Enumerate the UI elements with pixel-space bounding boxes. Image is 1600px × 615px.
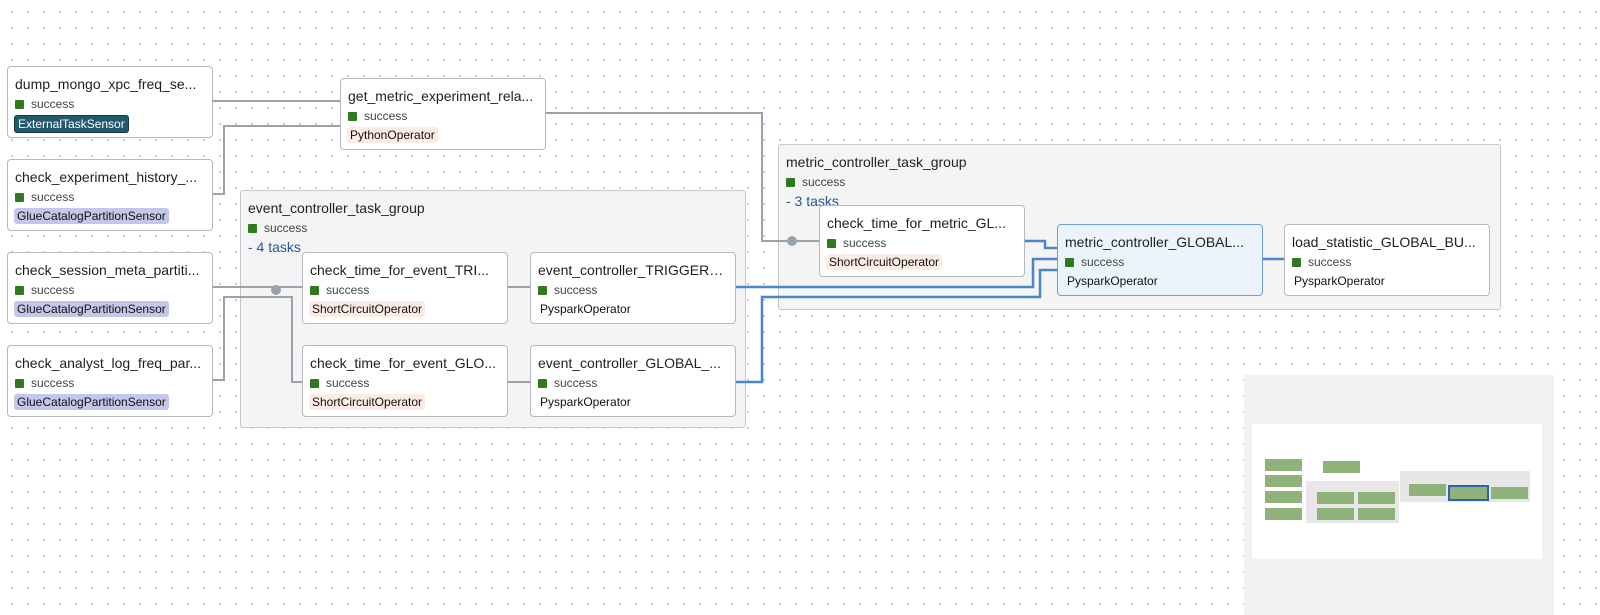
task-title: check_time_for_event_GLO...: [310, 355, 496, 371]
task-status: success: [1065, 255, 1124, 269]
task-title: dump_mongo_xpc_freq_se...: [15, 76, 197, 92]
task-status: success: [538, 376, 597, 390]
success-icon: [15, 378, 24, 388]
task-status: success: [827, 236, 886, 250]
minimap-node: [1491, 487, 1528, 499]
task-node-event-triggered[interactable]: event_controller_TRIGGERED success Pyspa…: [530, 252, 736, 324]
task-node-check-metric[interactable]: check_time_for_metric_GL... success Shor…: [819, 205, 1025, 277]
operator-badge: GlueCatalogPartitionSensor: [14, 394, 169, 410]
task-status: success: [15, 97, 74, 111]
operator-badge: PysparkOperator: [540, 302, 631, 316]
success-icon: [786, 177, 795, 187]
task-node-metric-global[interactable]: metric_controller_GLOBAL... success Pysp…: [1057, 224, 1263, 296]
task-status: success: [310, 376, 369, 390]
minimap-node: [1409, 484, 1446, 496]
task-node-dump-mongo[interactable]: dump_mongo_xpc_freq_se... success Extern…: [7, 66, 213, 138]
group-status: success: [786, 175, 845, 189]
operator-badge: PysparkOperator: [1067, 274, 1158, 288]
task-title: event_controller_GLOBAL_...: [538, 355, 721, 371]
task-title: check_time_for_metric_GL...: [827, 215, 1006, 231]
operator-badge: PysparkOperator: [1294, 274, 1385, 288]
task-status: success: [310, 283, 369, 297]
task-node-check-analyst[interactable]: check_analyst_log_freq_par... success Gl…: [7, 345, 213, 417]
success-icon: [348, 111, 357, 121]
operator-badge: ShortCircuitOperator: [309, 394, 426, 410]
group-title: event_controller_task_group: [248, 200, 425, 216]
task-title: check_experiment_history_...: [15, 169, 198, 185]
task-title: get_metric_experiment_rela...: [348, 88, 534, 104]
minimap-viewport[interactable]: [1252, 424, 1542, 559]
group-status: success: [248, 221, 307, 235]
success-icon: [827, 238, 836, 248]
task-title: event_controller_TRIGGERED: [538, 262, 728, 278]
minimap-node: [1358, 492, 1395, 504]
operator-badge: PysparkOperator: [540, 395, 631, 409]
success-icon: [1065, 257, 1074, 267]
success-icon: [15, 99, 24, 109]
task-title: metric_controller_GLOBAL...: [1065, 234, 1244, 250]
success-icon: [248, 223, 257, 233]
operator-badge: PythonOperator: [347, 127, 438, 143]
operator-badge: ShortCircuitOperator: [826, 254, 943, 270]
operator-badge: ExternalTaskSensor: [14, 115, 129, 133]
success-icon: [538, 378, 547, 388]
task-title: check_time_for_event_TRI...: [310, 262, 489, 278]
edge: [213, 125, 340, 195]
minimap-node: [1317, 508, 1354, 520]
operator-badge: GlueCatalogPartitionSensor: [14, 208, 169, 224]
minimap-node: [1265, 508, 1302, 520]
task-node-event-global[interactable]: event_controller_GLOBAL_... success Pysp…: [530, 345, 736, 417]
task-node-get-metric[interactable]: get_metric_experiment_rela... success Py…: [340, 78, 546, 150]
task-status: success: [538, 283, 597, 297]
task-status: success: [15, 283, 74, 297]
task-status: success: [348, 109, 407, 123]
success-icon: [1292, 257, 1301, 267]
task-title: check_analyst_log_freq_par...: [15, 355, 202, 371]
task-node-load-statistic[interactable]: load_statistic_GLOBAL_BU... success Pysp…: [1284, 224, 1490, 296]
operator-badge: ShortCircuitOperator: [309, 301, 426, 317]
task-node-check-event-global[interactable]: check_time_for_event_GLO... success Shor…: [302, 345, 508, 417]
minimap-node: [1323, 461, 1360, 473]
success-icon: [538, 285, 547, 295]
task-title: load_statistic_GLOBAL_BU...: [1292, 234, 1476, 250]
operator-badge: GlueCatalogPartitionSensor: [14, 301, 169, 317]
task-status: success: [15, 376, 74, 390]
success-icon: [15, 285, 24, 295]
minimap-node: [1317, 492, 1354, 504]
task-status: success: [1292, 255, 1351, 269]
task-title: check_session_meta_partiti...: [15, 262, 200, 278]
group-task-count[interactable]: - 4 tasks: [248, 239, 301, 255]
task-node-check-event-triggered[interactable]: check_time_for_event_TRI... success Shor…: [302, 252, 508, 324]
minimap-node: [1265, 459, 1302, 471]
task-node-check-experiment[interactable]: check_experiment_history_... success Glu…: [7, 159, 213, 231]
group-title: metric_controller_task_group: [786, 154, 967, 170]
minimap-node: [1265, 491, 1302, 503]
minimap[interactable]: [1244, 375, 1554, 615]
minimap-node: [1358, 508, 1395, 520]
task-status: success: [15, 190, 74, 204]
task-node-check-session[interactable]: check_session_meta_partiti... success Gl…: [7, 252, 213, 324]
success-icon: [310, 378, 319, 388]
success-icon: [310, 285, 319, 295]
success-icon: [15, 192, 24, 202]
minimap-node: [1265, 475, 1302, 487]
minimap-node-selected: [1448, 485, 1489, 501]
